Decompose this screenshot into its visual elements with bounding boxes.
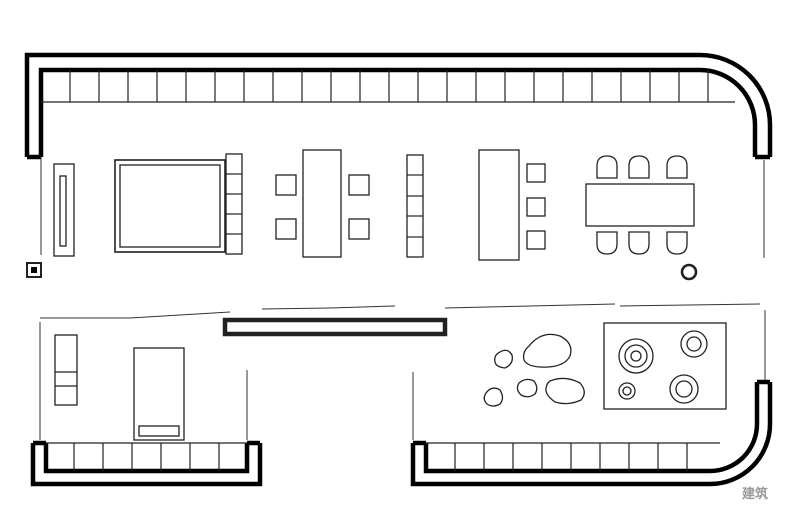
lower-right-window-band [426,442,720,471]
watermark: 建筑 [742,486,768,502]
dining-table-2 [585,155,695,255]
lower-left-window-band [46,442,247,471]
lower-right-wall [410,379,773,487]
lower-left-wall [30,440,263,487]
round-column [680,263,698,281]
column-square-core [31,267,37,273]
counter-with-stools [478,149,546,261]
large-table [114,159,226,253]
upper-exterior-wall [24,52,773,160]
middle-glazing-lines [40,303,761,319]
bed [133,347,185,441]
seat-strip-2 [406,154,424,258]
wall-panel [53,163,75,257]
middle-partition-wall [222,317,448,337]
pebble-seats [483,333,585,407]
planter-area [603,322,727,410]
dining-table-1 [275,149,370,258]
upper-window-band [41,70,735,103]
seat-strip-1 [225,153,243,255]
lower-bench [54,334,78,406]
